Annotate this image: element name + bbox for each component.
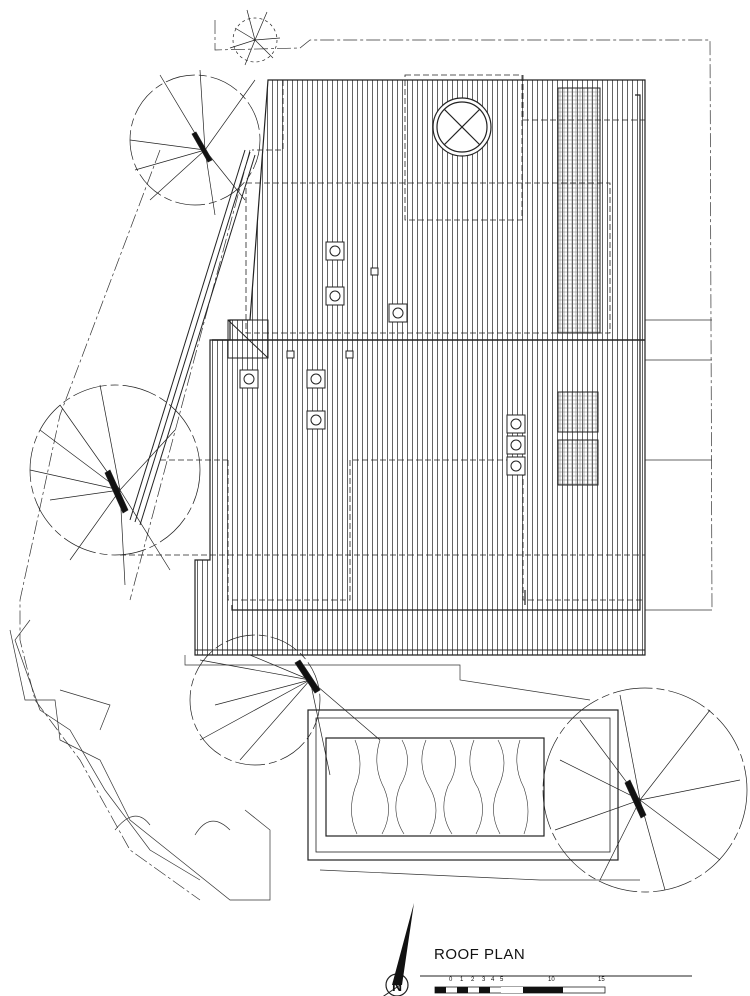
scale-label: 15 xyxy=(598,977,605,983)
scale-bar xyxy=(420,975,692,994)
terrace-outline xyxy=(59,655,640,881)
tree xyxy=(542,687,748,893)
scale-label: 5 xyxy=(500,977,504,983)
tree xyxy=(189,634,381,776)
vent xyxy=(506,414,526,434)
north-label: N xyxy=(392,978,402,994)
scale-label: 0 xyxy=(449,977,453,983)
vent xyxy=(306,410,326,430)
parapet-lines xyxy=(231,94,641,611)
vent xyxy=(306,369,326,389)
vent xyxy=(388,303,408,323)
site-boundary xyxy=(9,20,713,901)
vent xyxy=(239,369,259,389)
vent xyxy=(506,435,526,455)
vent xyxy=(325,241,345,261)
plan-title: ROOF PLAN xyxy=(434,946,526,963)
roof-vents xyxy=(227,241,526,476)
skylights xyxy=(557,87,601,486)
scale-label: 1 xyxy=(460,977,464,983)
skylight-long xyxy=(557,87,601,334)
scale-label: 10 xyxy=(548,977,555,983)
vent xyxy=(325,286,345,306)
walls-below xyxy=(120,74,645,601)
tree xyxy=(129,69,261,216)
scale-label: 4 xyxy=(491,977,495,983)
vent xyxy=(506,456,526,476)
skylight-small-upper xyxy=(557,391,599,433)
tree xyxy=(29,384,201,586)
pool xyxy=(307,709,619,861)
title-block: ROOF PLAN 0 1 2 3 4 5 10 15 xyxy=(378,946,708,996)
scale-label: 2 xyxy=(471,977,475,983)
round-skylight xyxy=(432,97,492,157)
skylight-small-lower xyxy=(557,439,599,486)
north-arrow-icon: N xyxy=(382,903,414,996)
shrub xyxy=(229,9,281,66)
trees xyxy=(29,9,748,893)
scale-label: 3 xyxy=(482,977,486,983)
